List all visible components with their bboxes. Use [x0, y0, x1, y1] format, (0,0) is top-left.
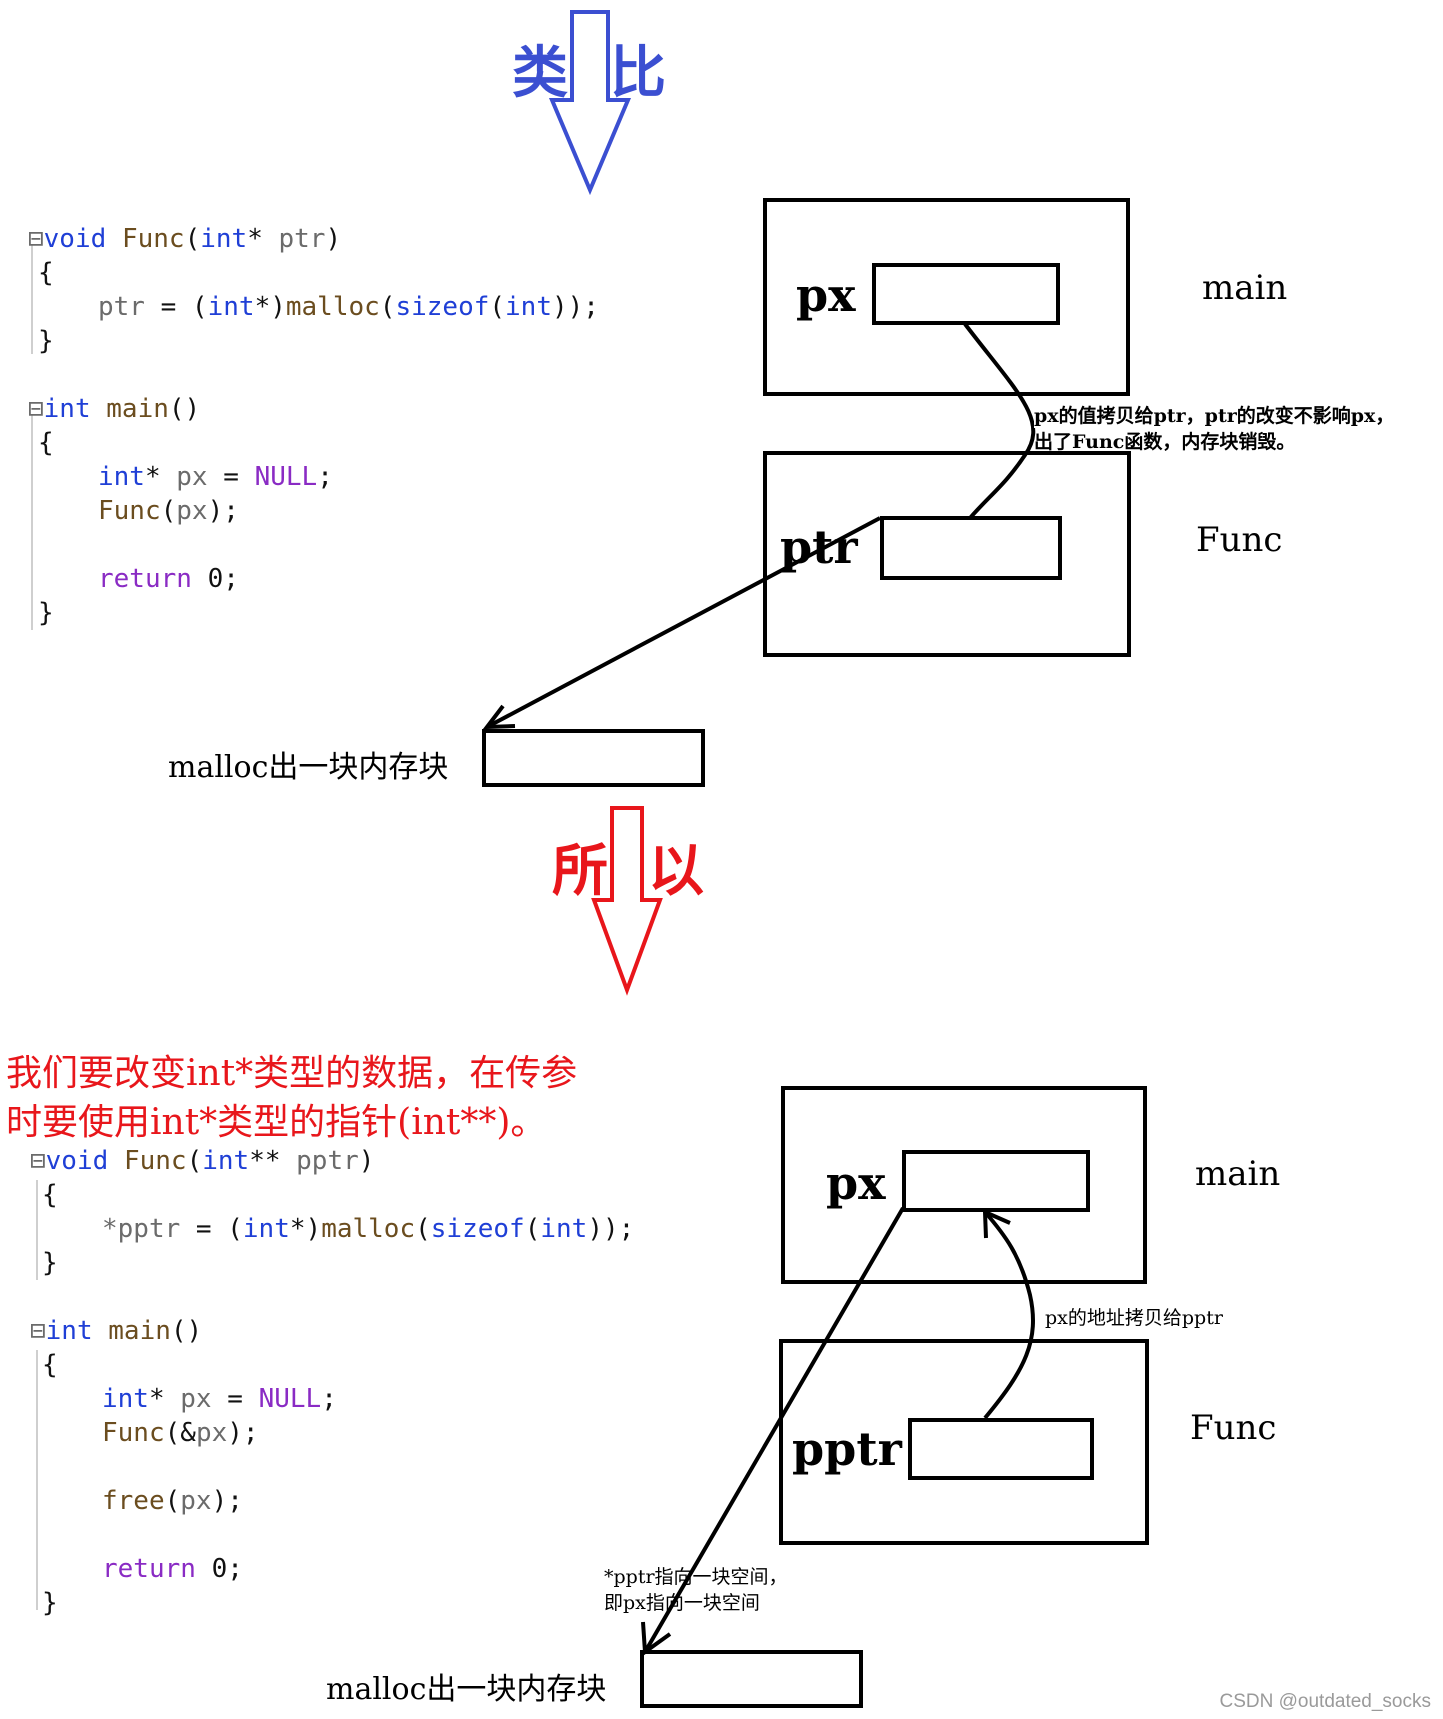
analogy-down-arrow	[548, 10, 632, 196]
top-func-gutter	[31, 244, 33, 354]
top-main-frame	[763, 198, 1130, 396]
bottom-code-line-10: return 0;	[102, 1554, 243, 1584]
bottom-code-line-1: ⊟void Func(int** pptr)	[30, 1146, 375, 1176]
top-code-line-9: return 0;	[98, 564, 239, 594]
top-func-var-name: ptr	[780, 520, 858, 574]
top-code-line-7: int* px = NULL;	[98, 462, 333, 492]
ptr-to-malloc-line	[486, 516, 881, 729]
bottom-code-line-6: {	[42, 1350, 58, 1380]
bottom-explain-line-1: 我们要改变int*类型的数据，在传参	[6, 1053, 578, 1094]
analogy-label-right: 比	[610, 40, 666, 106]
px-to-ptr-curve	[963, 322, 1036, 520]
bottom-code-line-5: ⊟int main()	[30, 1316, 203, 1346]
bottom-func-label: Func	[1190, 1408, 1277, 1448]
top-code-line-2: {	[38, 258, 54, 288]
top-main-gutter	[31, 414, 33, 630]
top-code-line-3: ptr = (int*)malloc(sizeof(int));	[98, 292, 599, 322]
top-copy-note-2: 出了Func函数，内存块销毁。	[1034, 431, 1296, 453]
top-malloc-label: malloc出一块内存块	[168, 750, 449, 785]
bottom-code-line-8: Func(&px);	[102, 1418, 259, 1448]
bottom-main-gutter	[36, 1350, 38, 1610]
bottom-main-frame	[781, 1086, 1147, 1284]
top-main-var-name: px	[796, 268, 856, 322]
bottom-code-line-9: free(px);	[102, 1486, 243, 1516]
bottom-explain-line-2: 时要使用int*类型的指针(int**)。	[6, 1102, 547, 1143]
bottom-point-note-1: *pptr指向一块空间，	[604, 1566, 788, 1588]
top-malloc-block	[482, 729, 705, 787]
top-px-cell	[872, 263, 1060, 325]
top-main-label: main	[1202, 268, 1288, 308]
bottom-func-var-name: pptr	[792, 1422, 902, 1476]
top-func-label: Func	[1196, 520, 1283, 560]
top-ptr-cell	[880, 516, 1062, 580]
bottom-main-var-name: px	[826, 1156, 886, 1210]
bottom-code-line-2: {	[42, 1180, 58, 1210]
top-code-line-5: ⊟int main()	[28, 394, 201, 424]
bottom-malloc-label: malloc出一块内存块	[326, 1672, 607, 1707]
bottom-px-cell	[902, 1150, 1090, 1212]
bottom-main-label: main	[1195, 1154, 1281, 1194]
bottom-code-line-4: }	[42, 1248, 58, 1278]
top-code-line-8: Func(px);	[98, 496, 239, 526]
top-code-line-6: {	[38, 428, 54, 458]
therefore-label-right: 以	[648, 838, 704, 904]
bottom-address-note: px的地址拷贝给pptr	[1045, 1307, 1223, 1329]
bottom-code-line-7: int* px = NULL;	[102, 1384, 337, 1414]
bottom-code-line-11: }	[42, 1588, 58, 1618]
bottom-pptr-cell	[908, 1418, 1094, 1480]
top-copy-note-1: px的值拷贝给ptr，ptr的改变不影响px，	[1034, 401, 1395, 428]
top-code-line-10: }	[38, 598, 54, 628]
therefore-down-arrow	[591, 806, 663, 996]
analogy-label-left: 类	[512, 40, 568, 106]
top-func-frame	[763, 451, 1131, 657]
top-code-line-1: ⊟void Func(int* ptr)	[28, 224, 342, 254]
therefore-label-left: 所	[552, 838, 608, 904]
pptr-to-px-curve	[983, 1210, 1035, 1420]
ptr-to-malloc-arrowhead	[482, 704, 516, 730]
bottom-code-line-3: *pptr = (int*)malloc(sizeof(int));	[102, 1214, 635, 1244]
top-code-line-4: }	[38, 326, 54, 356]
bottom-func-gutter	[36, 1180, 38, 1280]
bottom-malloc-block	[640, 1650, 863, 1708]
pptr-to-px-arrowhead	[982, 1208, 1011, 1239]
bottom-func-frame	[779, 1339, 1149, 1545]
csdn-watermark: CSDN @outdated_socks	[1219, 1691, 1432, 1712]
bottom-point-note-2: 即px指向一块空间	[604, 1592, 760, 1614]
